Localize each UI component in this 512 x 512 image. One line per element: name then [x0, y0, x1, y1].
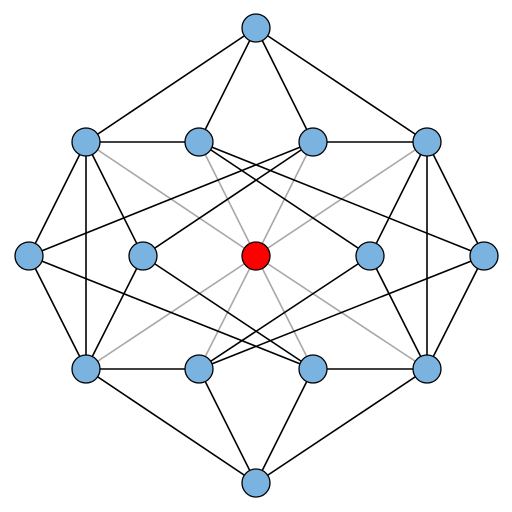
vertex-layer	[14, 13, 499, 498]
edge-lower-right-to-bottom	[255, 368, 428, 484]
edge-upper-inner-right-to-left	[28, 141, 314, 257]
edge-right-to-lower-right	[426, 255, 485, 370]
edge-upper-left-to-inner-left	[85, 141, 144, 257]
edge-lower-inner-left-to-bottom	[198, 368, 257, 484]
vertex-upper-inner-left	[184, 127, 214, 157]
vertex-upper-inner-right	[298, 127, 328, 157]
vertex-top	[241, 13, 271, 43]
edge-left-to-lower-left	[28, 255, 87, 370]
vertex-right	[469, 241, 499, 271]
edge-lower-left-to-bottom	[85, 368, 257, 484]
vertex-upper-left	[71, 127, 101, 157]
vertex-left	[14, 241, 44, 271]
vertex-upper-right	[412, 127, 442, 157]
vertex-lower-inner-right	[298, 354, 328, 384]
edge-upper-inner-left-to-inner-right	[198, 141, 371, 257]
vertex-lower-inner-left	[184, 354, 214, 384]
edge-upper-right-to-right	[426, 141, 485, 257]
vertex-lower-left	[71, 354, 101, 384]
edge-left-to-lower-inner-right	[28, 255, 314, 370]
edge-inner-left-to-lower-left	[85, 255, 144, 370]
vertex-inner-left	[128, 241, 158, 271]
edge-top-to-upper-right	[255, 27, 428, 143]
edge-top-to-upper-inner-left	[198, 27, 257, 143]
vertex-lower-right	[412, 354, 442, 384]
edge-right-to-lower-inner-left	[198, 255, 485, 370]
edge-layer	[28, 27, 485, 484]
edge-upper-inner-left-to-right	[198, 141, 485, 257]
vertex-inner-right	[355, 241, 385, 271]
edge-upper-right-to-inner-right	[369, 141, 428, 257]
vertex-bottom	[241, 468, 271, 498]
edge-lower-inner-right-to-bottom	[255, 368, 314, 484]
edge-inner-right-to-lower-inner-left	[198, 255, 371, 370]
edge-top-to-upper-left	[85, 27, 257, 143]
edge-upper-left-to-left	[28, 141, 87, 257]
edge-inner-right-to-lower-right	[369, 255, 428, 370]
edge-upper-inner-right-to-inner-left	[142, 141, 314, 257]
vertex-center	[241, 241, 271, 271]
edge-top-to-upper-inner-right	[255, 27, 314, 143]
edge-inner-left-to-lower-inner-right	[142, 255, 314, 370]
